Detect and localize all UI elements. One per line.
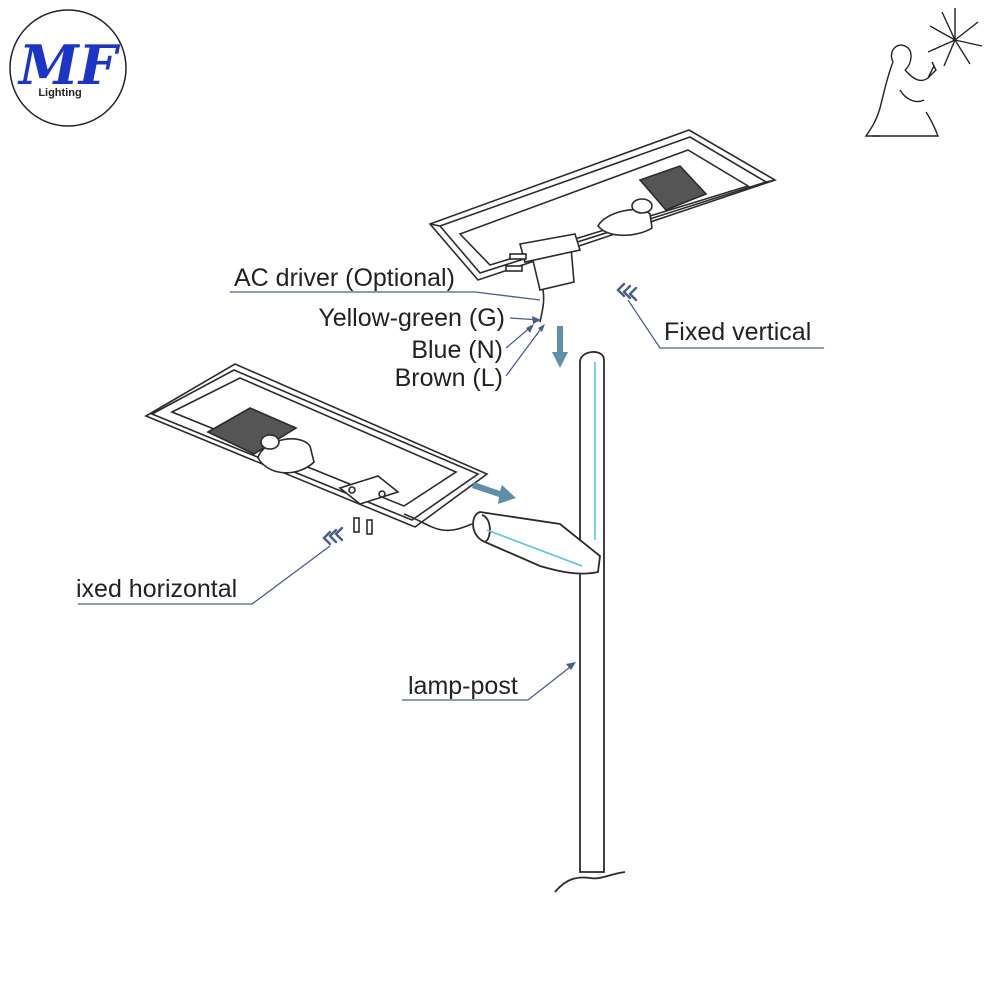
logo-ring [9,9,127,127]
yellow-green-wire-label: Yellow-green (G) [318,304,505,332]
install-arrow-vertical [552,326,568,368]
brown-wire-label: Brown (L) [395,364,503,392]
blue-wire-label: Blue (N) [411,336,503,364]
fastening-marks-icon [322,526,344,546]
fastening-marks-icon [616,282,638,302]
praying-figure-icon [864,8,983,137]
side-arm [472,511,601,575]
ac-driver-label: AC driver (Optional) [234,264,455,292]
brand-logo: MF Lighting [9,9,127,127]
fixed-horizontal-label: ixed horizontal [76,575,237,603]
fixed-vertical-label: Fixed vertical [664,318,811,346]
leader-arrowheads [526,316,576,670]
lower-luminaire [144,363,489,535]
sun-rays-icon [927,8,983,67]
lamp-post [554,351,626,893]
upper-luminaire [428,129,777,323]
logo-letters: MF [17,33,121,97]
lamp-post-label: lamp-post [408,672,518,700]
leader-lines [78,291,824,701]
ground-line [554,871,626,893]
logo-subtitle: Lighting [38,87,81,99]
install-arrow-horizontal [472,482,516,504]
